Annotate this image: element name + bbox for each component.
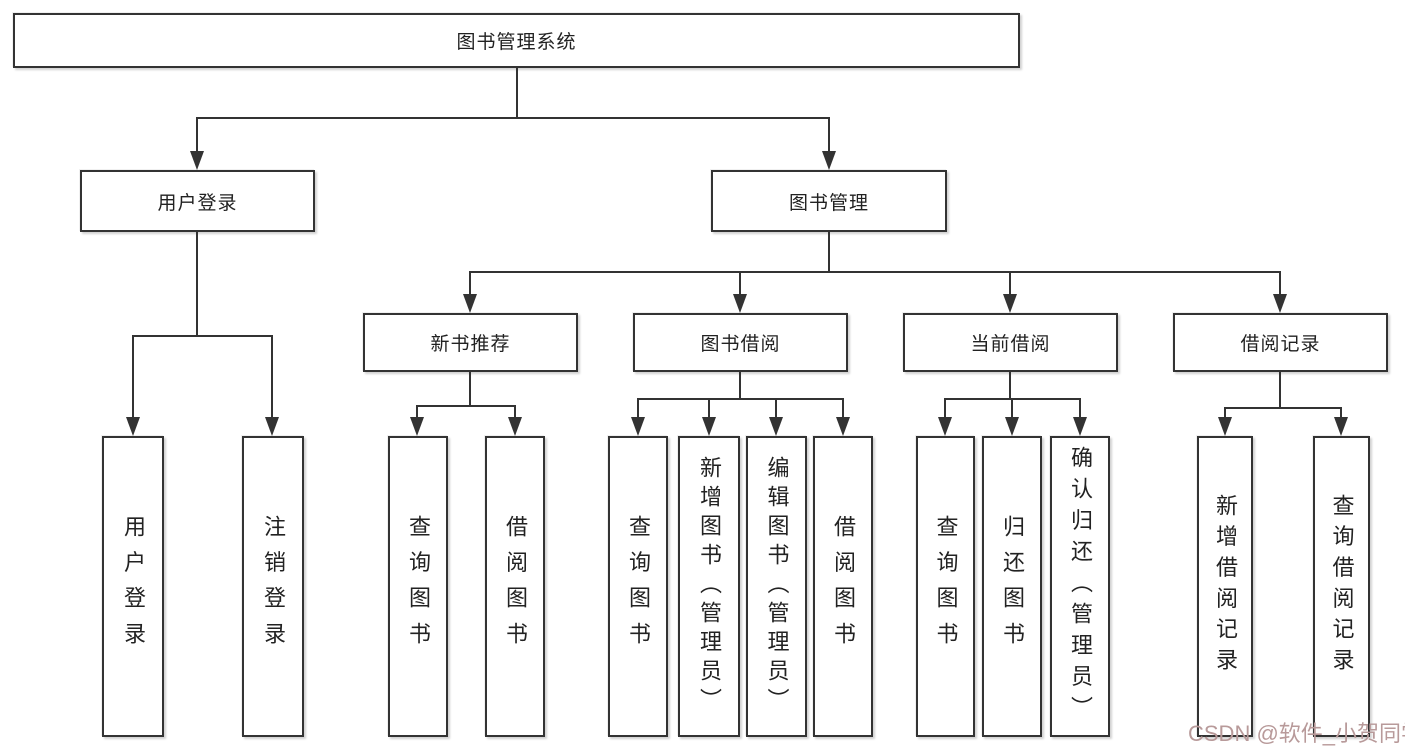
leaf-borrow-books-recommend-label: 借阅图书 xyxy=(503,515,528,658)
connector-vline xyxy=(132,335,134,421)
node-book-management-label: 图书管理 xyxy=(788,192,869,214)
arrowhead-down-icon xyxy=(463,294,477,313)
arrowhead-down-icon xyxy=(126,417,140,436)
connector-vline xyxy=(271,335,273,421)
connector-vline xyxy=(469,372,471,406)
leaf-query-books-borrow-label: 查询图书 xyxy=(626,515,651,658)
connector-vline xyxy=(196,232,198,337)
connector-vline xyxy=(1279,271,1281,296)
node-current-borrow: 当前借阅 xyxy=(903,313,1118,372)
node-current-borrow-label: 当前借阅 xyxy=(970,334,1051,355)
connector-vline xyxy=(196,117,198,155)
leaf-edit-book-admin: 编辑图书（管理员） xyxy=(746,436,807,737)
connector-hline xyxy=(133,335,273,337)
leaf-borrow-books-label: 借阅图书 xyxy=(831,515,856,658)
connector-vline xyxy=(842,398,844,418)
connector-vline xyxy=(1079,398,1081,418)
arrowhead-down-icon xyxy=(631,417,645,436)
node-new-book-recommend: 新书推荐 xyxy=(363,313,578,372)
connector-hline xyxy=(638,398,844,400)
connector-hline xyxy=(417,405,516,407)
connector-vline xyxy=(1009,271,1011,296)
arrowhead-down-icon xyxy=(1273,294,1287,313)
leaf-query-books-recommend-label: 查询图书 xyxy=(406,515,431,658)
connector-vline xyxy=(1009,372,1011,399)
connector-vline xyxy=(708,398,710,418)
arrowhead-down-icon xyxy=(822,151,836,170)
arrowhead-down-icon xyxy=(769,417,783,436)
leaf-add-borrow-record-label: 新增借阅记录 xyxy=(1213,494,1238,679)
leaf-confirm-return-admin-label: 确认归还（管理员） xyxy=(1068,445,1093,728)
node-user-login: 用户登录 xyxy=(80,170,315,232)
connector-vline xyxy=(516,68,518,118)
leaf-query-books-current-label: 查询图书 xyxy=(933,515,959,658)
node-borrow-records: 借阅记录 xyxy=(1173,313,1388,372)
arrowhead-down-icon xyxy=(1003,294,1017,313)
connector-vline xyxy=(944,398,946,418)
arrowhead-down-icon xyxy=(702,417,716,436)
node-user-login-label: 用户登录 xyxy=(157,192,238,214)
leaf-logout: 注销登录 xyxy=(242,436,304,737)
arrowhead-down-icon xyxy=(265,417,279,436)
node-new-book-recommend-label: 新书推荐 xyxy=(430,334,511,355)
leaf-borrow-books: 借阅图书 xyxy=(813,436,873,737)
leaf-query-books-current: 查询图书 xyxy=(916,436,975,737)
arrowhead-down-icon xyxy=(1073,417,1087,436)
connector-vline xyxy=(514,405,516,421)
connector-hline xyxy=(197,117,830,119)
leaf-borrow-books-recommend: 借阅图书 xyxy=(485,436,545,737)
leaf-user-login: 用户登录 xyxy=(102,436,164,737)
leaf-add-book-admin-label: 新增图书（管理员） xyxy=(697,455,722,718)
arrowhead-down-icon xyxy=(836,417,850,436)
connector-vline xyxy=(469,271,471,296)
connector-vline xyxy=(828,117,830,155)
connector-vline xyxy=(1340,407,1342,419)
node-library-system-label: 图书管理系统 xyxy=(456,32,577,53)
node-book-borrow-label: 图书借阅 xyxy=(700,334,781,355)
connector-vline xyxy=(1279,372,1281,408)
connector-vline xyxy=(739,372,741,399)
connector-vline xyxy=(775,398,777,418)
connector-vline xyxy=(1224,407,1226,419)
node-book-management: 图书管理 xyxy=(711,170,947,232)
connector-vline xyxy=(828,232,830,272)
arrowhead-down-icon xyxy=(1218,417,1232,436)
connector-vline xyxy=(416,405,418,421)
arrowhead-down-icon xyxy=(938,417,952,436)
leaf-confirm-return-admin: 确认归还（管理员） xyxy=(1050,436,1110,737)
connector-hline xyxy=(1225,407,1342,409)
connector-hline xyxy=(945,398,1081,400)
connector-vline xyxy=(1011,398,1013,418)
leaf-add-borrow-record: 新增借阅记录 xyxy=(1197,436,1253,737)
leaf-query-borrow-record: 查询借阅记录 xyxy=(1313,436,1370,737)
arrowhead-down-icon xyxy=(508,417,522,436)
node-borrow-records-label: 借阅记录 xyxy=(1240,334,1321,355)
connector-hline xyxy=(470,271,1281,273)
leaf-add-book-admin: 新增图书（管理员） xyxy=(678,436,740,737)
leaf-query-books-borrow: 查询图书 xyxy=(608,436,668,737)
leaf-query-books-recommend: 查询图书 xyxy=(388,436,448,737)
leaf-return-book: 归还图书 xyxy=(982,436,1042,737)
leaf-user-login-label: 用户登录 xyxy=(121,515,146,658)
leaf-return-book-label: 归还图书 xyxy=(1000,515,1025,658)
leaf-logout-label: 注销登录 xyxy=(261,515,286,658)
arrowhead-down-icon xyxy=(1334,417,1348,436)
csdn-watermark: CSDN @软件_小贺同学 xyxy=(1188,721,1405,746)
arrowhead-down-icon xyxy=(733,294,747,313)
leaf-edit-book-admin-label: 编辑图书（管理员） xyxy=(764,455,790,718)
connector-vline xyxy=(739,271,741,296)
arrowhead-down-icon xyxy=(410,417,424,436)
arrowhead-down-icon xyxy=(190,151,204,170)
node-book-borrow: 图书借阅 xyxy=(633,313,848,372)
connector-vline xyxy=(637,398,639,418)
leaf-query-borrow-record-label: 查询借阅记录 xyxy=(1329,494,1355,679)
node-library-system: 图书管理系统 xyxy=(13,13,1020,68)
arrowhead-down-icon xyxy=(1005,417,1019,436)
